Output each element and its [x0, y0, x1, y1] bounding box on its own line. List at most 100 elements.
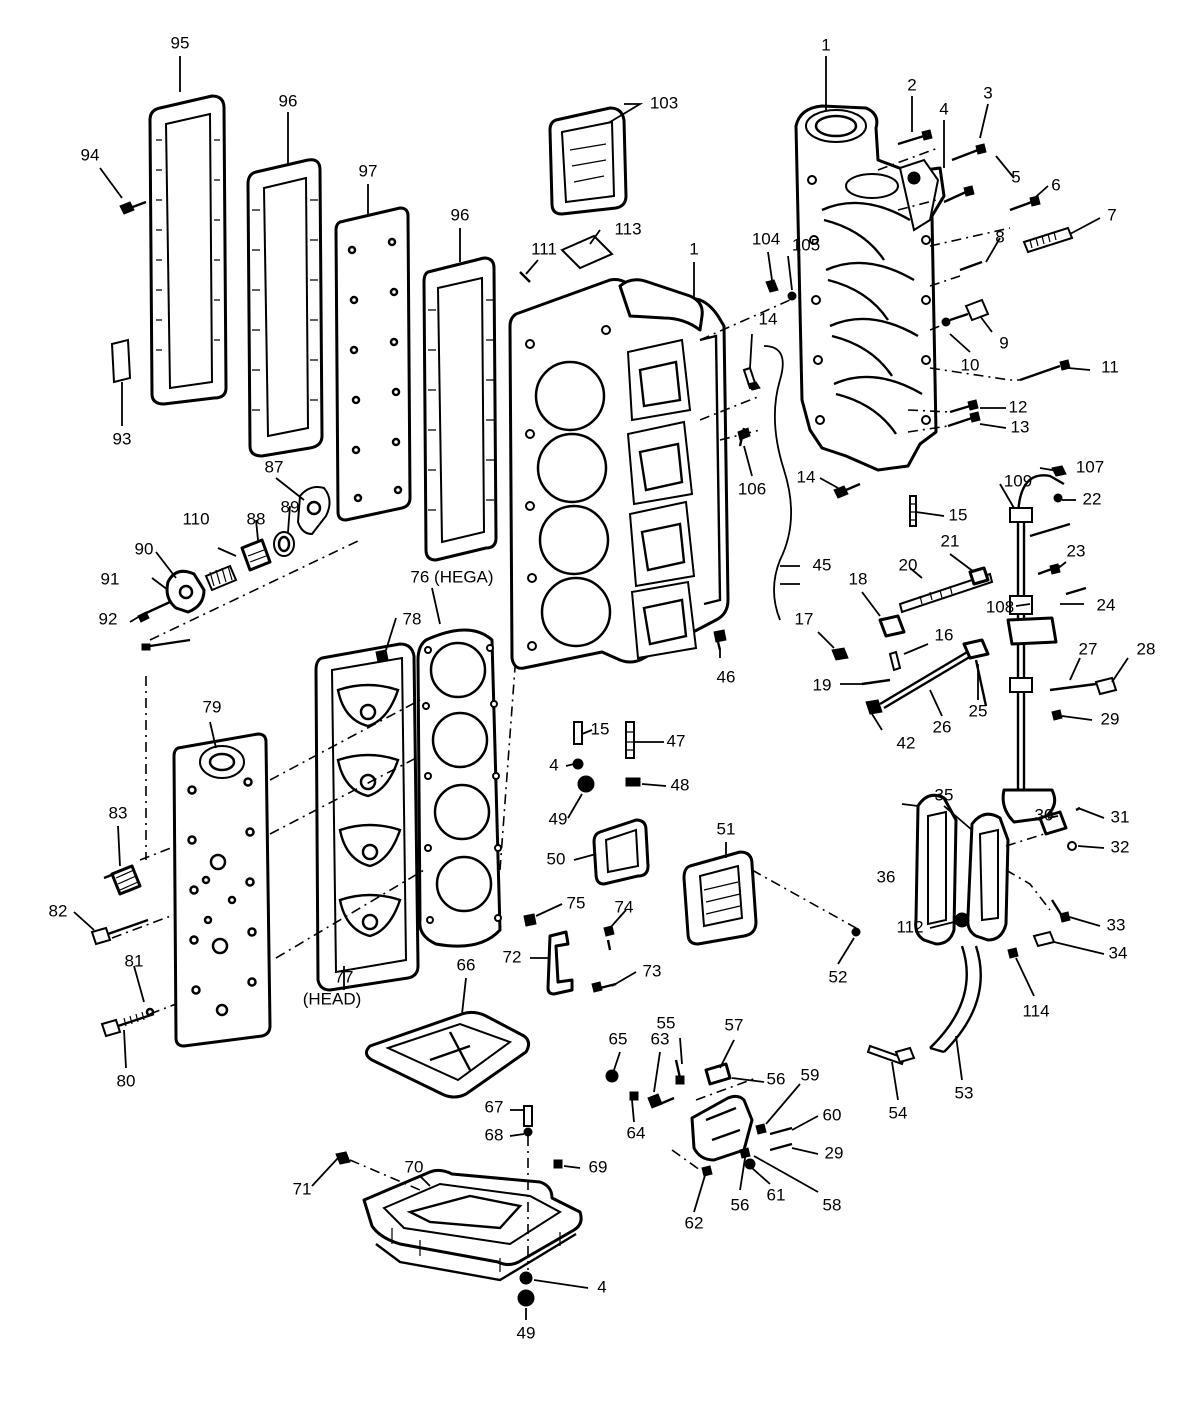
cylinder-block-1	[508, 278, 730, 670]
callout-51: 51	[717, 819, 736, 838]
callout-110: 110	[182, 509, 209, 528]
callout-91: 91	[101, 569, 120, 588]
gasket-66	[365, 1010, 531, 1099]
bolt-46	[713, 629, 727, 651]
callout-49b: 49	[517, 1323, 536, 1342]
callout-97: 97	[359, 161, 378, 180]
callout-10: 10	[961, 355, 980, 374]
leader-lines-bracket	[671, 1077, 757, 1171]
thermostat-group	[137, 486, 361, 651]
callout-89: 89	[281, 497, 300, 516]
callout-52: 52	[829, 967, 848, 986]
callout-73: 73	[643, 961, 662, 980]
callout-64: 64	[627, 1123, 646, 1142]
callout-leader-lines	[73, 56, 1129, 1320]
callout-8: 8	[995, 227, 1004, 246]
leader-line-cover	[111, 676, 177, 1015]
callout-4a: 4	[939, 99, 948, 118]
callout-24: 24	[1097, 595, 1116, 614]
callout-25: 25	[969, 701, 988, 720]
callout-90: 90	[135, 539, 154, 558]
callout-31: 31	[1111, 807, 1130, 826]
bracket-assembly-58	[605, 1059, 793, 1177]
callout-67: 67	[485, 1097, 504, 1116]
callout-83: 83	[109, 803, 128, 822]
callout-92: 92	[99, 609, 118, 628]
callout-96b: 96	[451, 205, 470, 224]
bolt-80	[100, 1007, 155, 1038]
callout-53: 53	[955, 1083, 974, 1102]
callout-66: 66	[457, 955, 476, 974]
callout-54: 54	[889, 1103, 908, 1122]
tie-strap-54	[866, 1044, 916, 1066]
cylinder-head-77	[314, 642, 420, 992]
callout-9: 9	[999, 333, 1008, 352]
callout-20: 20	[899, 555, 918, 574]
callout-45: 45	[813, 555, 832, 574]
callout-82: 82	[49, 901, 68, 920]
callout-111: 111	[531, 239, 557, 258]
head-cover-79	[172, 732, 272, 1048]
callout-93: 93	[113, 429, 132, 448]
callout-57: 57	[725, 1015, 744, 1034]
callout-105: 105	[792, 235, 820, 254]
cover-plate-97	[334, 206, 412, 522]
callout-30: 30	[1035, 805, 1054, 824]
callout-47: 47	[667, 731, 686, 750]
callout-48: 48	[671, 775, 690, 794]
callout-6: 6	[1051, 175, 1060, 194]
callout-62: 62	[685, 1213, 704, 1232]
callout-5: 5	[1011, 167, 1020, 186]
callout-95: 95	[171, 33, 190, 52]
callout-60: 60	[823, 1105, 842, 1124]
callout-79: 79	[203, 697, 222, 716]
bolt-52	[851, 927, 861, 937]
callout-28: 28	[1137, 639, 1156, 658]
callout-106: 106	[738, 479, 766, 498]
callout-46: 46	[717, 667, 736, 686]
callout-26: 26	[933, 717, 952, 736]
leader-lines-right	[1005, 833, 1051, 911]
exhaust-adapter-70	[362, 1168, 583, 1282]
callout-29b: 29	[825, 1143, 844, 1162]
callout-103: 103	[650, 93, 678, 112]
callout-34: 34	[1109, 943, 1128, 962]
callout-55: 55	[657, 1013, 676, 1032]
callout-1a: 1	[821, 35, 830, 54]
callout-14a: 14	[759, 309, 778, 328]
hose-53	[929, 945, 982, 1054]
callout-12: 12	[1009, 397, 1028, 416]
callout-50: 50	[547, 849, 566, 868]
callout-22: 22	[1083, 489, 1102, 508]
callout-61: 61	[767, 1185, 786, 1204]
callout-80: 80	[117, 1071, 136, 1090]
callout-68: 68	[485, 1125, 504, 1144]
bracket-small-parts	[954, 806, 1081, 959]
callout-35: 35	[935, 785, 954, 804]
callout-81: 81	[125, 951, 144, 970]
callout-76: 76 (HEGA)	[410, 567, 493, 586]
callout-56b: 56	[731, 1195, 750, 1214]
bolt-94	[119, 200, 147, 215]
callout-77-head: (HEAD)	[303, 989, 362, 1008]
dowel-pin-14	[742, 366, 761, 391]
pin-47	[625, 721, 641, 787]
callout-88: 88	[247, 509, 266, 528]
callout-114: 114	[1022, 1001, 1049, 1020]
pin-111	[519, 271, 531, 283]
callout-56a: 56	[767, 1069, 786, 1088]
cover-50	[592, 818, 650, 886]
callout-58: 58	[823, 1195, 842, 1214]
crankcase-1	[794, 104, 946, 472]
decal-113	[560, 234, 614, 270]
callout-15a: 15	[949, 505, 968, 524]
callout-104: 104	[752, 229, 780, 248]
callout-16: 16	[935, 625, 954, 644]
callout-13: 13	[1011, 417, 1030, 436]
callout-19: 19	[813, 675, 832, 694]
bracket-72	[523, 913, 617, 996]
callout-74: 74	[615, 897, 634, 916]
callout-labels: 95 94 93 96 97 96 103 113 111 1 1 2 3 4 …	[49, 33, 1156, 1342]
callout-18: 18	[849, 569, 868, 588]
